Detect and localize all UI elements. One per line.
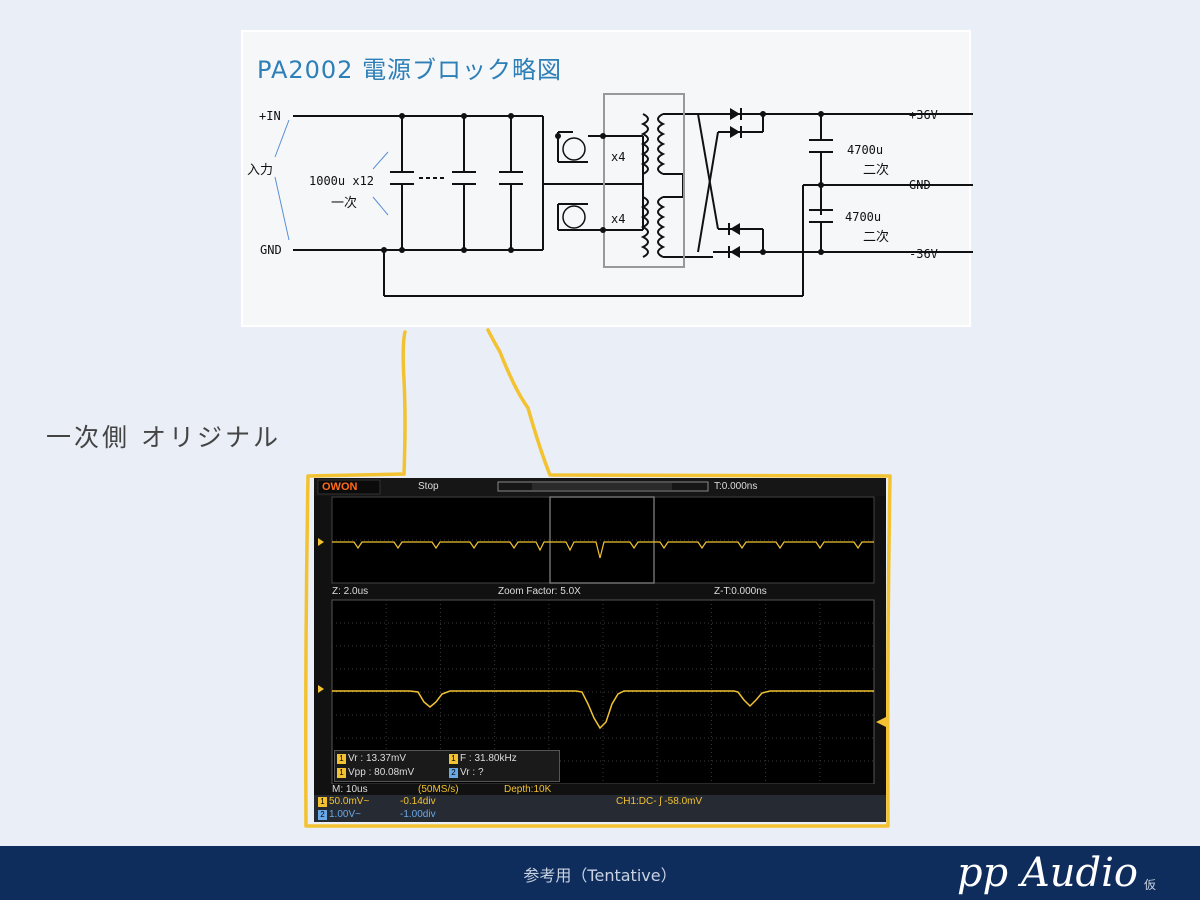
label-mosfet-bottom: x4 (611, 212, 626, 226)
ch2-offset: -1.00div (400, 809, 436, 820)
scope-trigger-time: T:0.000ns (714, 481, 758, 492)
schematic-panel: PA2002 電源ブロック略図 (241, 30, 973, 327)
label-secondary-top: 二次 (863, 163, 890, 178)
scope-zoom-factor: Zoom Factor: 5.0X (498, 586, 581, 597)
scope-zoom-time: Z: 2.0us (332, 586, 369, 597)
label-in-plus: +IN (259, 109, 281, 123)
label-primary: 一次 (331, 196, 358, 211)
label-cap-sec-top: 4700u (847, 143, 884, 157)
brand-logo: pp Audio (956, 850, 1138, 896)
scope-run-state[interactable]: Stop (418, 481, 439, 492)
scope-main-time: M: 10us (332, 784, 368, 795)
logo-subtext: 仮 (1143, 878, 1156, 892)
scope-brand: OWON (322, 481, 358, 493)
trigger-info: CH1:DC- ʃ -58.0mV (616, 796, 703, 807)
schematic-diagram (274, 93, 973, 297)
label-mosfet-top: x4 (611, 150, 626, 164)
schematic-title: PA2002 電源ブロック略図 (257, 56, 563, 84)
oscilloscope-screen: OWON Stop T:0.000ns Z: 2.0us Zoom Factor… (314, 478, 886, 822)
label-cap-sec-bottom: 4700u (845, 210, 882, 224)
side-label: 一次側 オリジナル (46, 423, 281, 452)
label-out-gnd: GND (909, 178, 931, 192)
label-gnd-in: GND (260, 243, 282, 257)
label-input: 入力 (247, 163, 274, 178)
scope-depth: Depth:10K (504, 784, 552, 795)
ch1-offset: -0.14div (400, 796, 436, 807)
label-out-minus: -36V (909, 247, 938, 261)
footer-bar: 参考用（Tentative） pp Audio 仮 (0, 846, 1200, 900)
label-secondary-bottom: 二次 (863, 230, 890, 245)
footer-text: 参考用（Tentative） (523, 866, 677, 885)
label-cap-primary: 1000u x12 (309, 174, 375, 188)
label-out-plus: +36V (909, 108, 938, 122)
scope-zt-time: Z-T:0.000ns (714, 586, 767, 597)
scope-sample-rate: (50MS/s) (418, 784, 459, 795)
